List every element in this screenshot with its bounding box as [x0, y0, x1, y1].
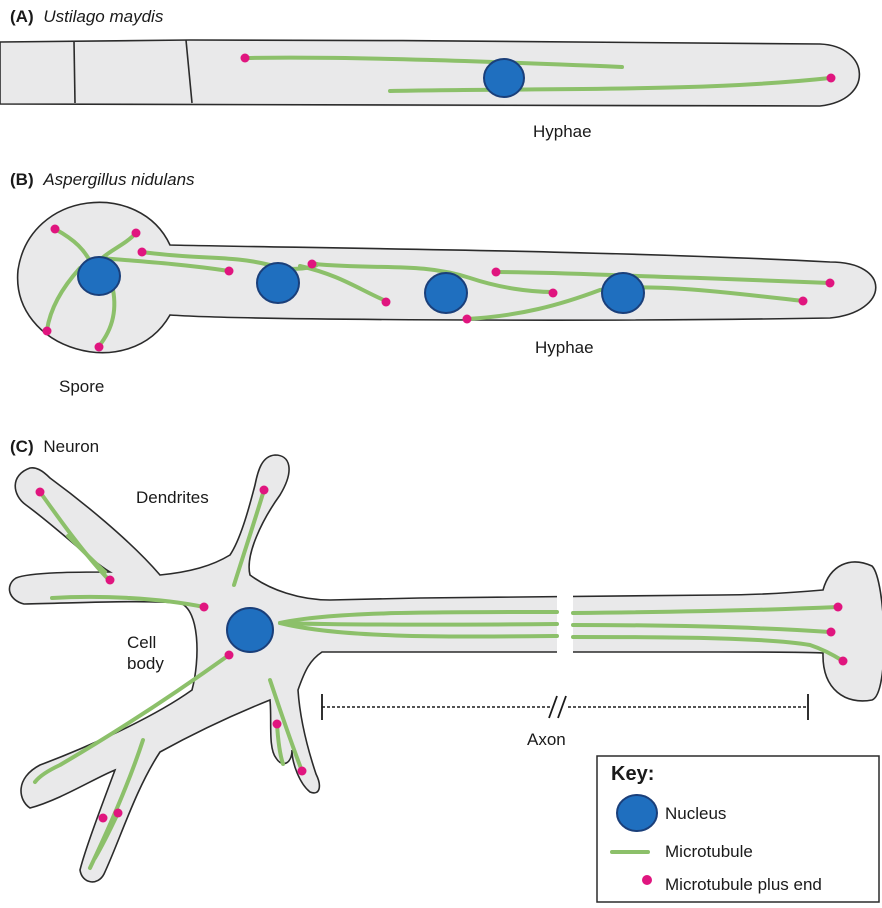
plus-end — [827, 74, 836, 83]
panel-c-heading: (C) Neuron — [10, 437, 99, 456]
plus-end — [132, 229, 141, 238]
axon-length-bar — [322, 694, 808, 720]
plus-end-icon — [642, 875, 652, 885]
plus-end — [106, 576, 115, 585]
panel-b-organism: Aspergillus nidulans — [42, 170, 195, 189]
plus-end — [260, 486, 269, 495]
plus-end — [549, 289, 558, 298]
panel-a: (A) Ustilago maydis Hyphae — [0, 7, 859, 141]
key-item-microtubule: Microtubule — [665, 842, 753, 861]
plus-end — [463, 315, 472, 324]
key-item-nucleus: Nucleus — [665, 804, 726, 823]
axon-break — [557, 590, 573, 660]
hyphae-label-b: Hyphae — [535, 338, 594, 357]
plus-end — [138, 248, 147, 257]
plus-end — [225, 651, 234, 660]
panel-a-letter: (A) — [10, 7, 34, 26]
plus-end — [308, 260, 317, 269]
microtubule — [280, 623, 557, 625]
ustilago-hypha — [0, 40, 859, 107]
plus-end — [799, 297, 808, 306]
cell-body-label-line2: body — [127, 654, 164, 673]
nucleus — [78, 257, 120, 295]
plus-end — [36, 488, 45, 497]
panel-a-organism: Ustilago maydis — [43, 7, 163, 26]
key-item-plus-end: Microtubule plus end — [665, 875, 822, 894]
panel-c-organism: Neuron — [43, 437, 99, 456]
septum-1 — [74, 41, 75, 103]
axon-label: Axon — [527, 730, 566, 749]
panel-b-heading: (B) Aspergillus nidulans — [10, 170, 195, 189]
plus-end — [273, 720, 282, 729]
plus-end — [225, 267, 234, 276]
key-legend: Key: Nucleus Microtubule Microtubule plu… — [597, 756, 879, 902]
nucleus — [227, 608, 273, 652]
key-title: Key: — [611, 763, 654, 785]
plus-end — [43, 327, 52, 336]
nucleus — [257, 263, 299, 303]
plus-end — [95, 343, 104, 352]
plus-end — [834, 603, 843, 612]
plus-end — [839, 657, 848, 666]
nucleus — [484, 59, 524, 97]
plus-end — [382, 298, 391, 307]
plus-end — [826, 279, 835, 288]
plus-end — [827, 628, 836, 637]
nucleus-icon — [617, 795, 657, 831]
plus-end — [51, 225, 60, 234]
plus-end — [200, 603, 209, 612]
plus-end — [298, 767, 307, 776]
hyphae-label-a: Hyphae — [533, 122, 592, 141]
plus-end — [492, 268, 501, 277]
nucleus — [425, 273, 467, 313]
spore-label: Spore — [59, 377, 104, 396]
cell-body-label-line1: Cell — [127, 633, 156, 652]
nucleus — [602, 273, 644, 313]
panel-b-letter: (B) — [10, 170, 34, 189]
plus-end — [241, 54, 250, 63]
panel-c-letter: (C) — [10, 437, 34, 456]
plus-end — [99, 814, 108, 823]
panel-a-heading: (A) Ustilago maydis — [10, 7, 164, 26]
plus-end — [114, 809, 123, 818]
dendrites-label: Dendrites — [136, 488, 209, 507]
panel-b: (B) Aspergillus nidulans Hyphae — [10, 170, 876, 396]
